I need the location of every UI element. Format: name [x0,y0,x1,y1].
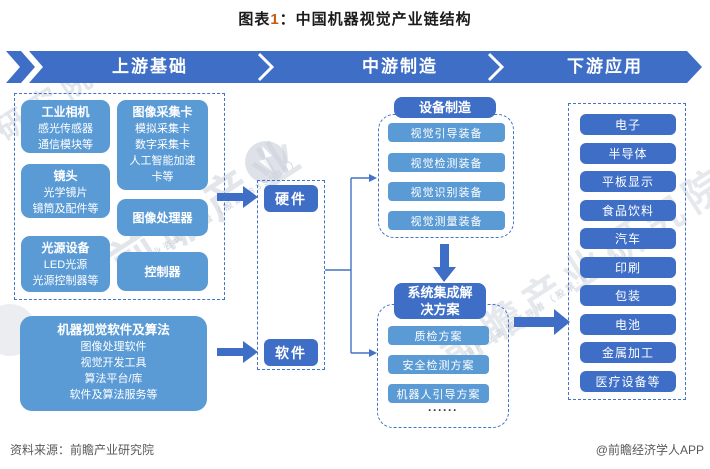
ribbon-segment-upstream: 上游基础 [112,57,188,76]
component-line: 数字采集卡 [135,139,190,151]
upstream-components-group [14,93,225,300]
component-frame-grabber: 图像采集卡 模拟采集卡 数字采集卡 人工智能加速卡等 [117,100,208,190]
downstream-item: 医疗设备等 [580,371,676,392]
downstream-group-border [568,103,686,400]
integration-item: 质检方案 [388,326,489,345]
arrow-to-downstream-icon [514,309,570,335]
component-title: 图像采集卡 [132,105,193,119]
software-node: 软件 [264,339,318,366]
component-line: 镜筒及配件等 [32,203,99,215]
component-line: 视觉开发工具 [80,357,147,369]
component-lens: 镜头 光学镜片 镜筒及配件等 [21,164,110,218]
hardware-software-group [257,180,325,370]
integration-group-header: 系统集成解决方案 [394,283,486,319]
downstream-item: 包装 [580,285,676,306]
component-line: 通信模块等 [38,139,93,151]
equipment-group-header: 设备制造 [394,97,496,118]
arrow-to-hardware-icon [217,186,258,208]
arrow-equipment-to-integration-icon [433,244,456,282]
component-title: 控制器 [144,264,181,279]
title-number: 1 [270,11,280,28]
ribbon-segment-downstream: 下游应用 [567,57,643,76]
component-title: 工业相机 [41,105,90,119]
integration-item: 机器人引导方案 [388,384,489,403]
downstream-item: 汽车 [580,228,676,249]
hw-sw-branch-connector [325,174,377,357]
integration-ellipsis: ······ [428,403,458,417]
component-light-source: 光源设备 LED光源 光源控制器等 [21,236,110,292]
downstream-item: 电池 [580,314,676,335]
component-line: 光学镜片 [43,187,88,199]
component-line: 算法平台/库 [84,373,143,385]
component-controller: 控制器 [117,252,208,291]
downstream-item: 平板显示 [580,171,676,192]
downstream-item: 金属加工 [580,342,676,363]
software-algorithms-box: 机器视觉软件及算法 图像处理软件 视觉开发工具 算法平台/库 软件及算法服务等 [20,316,207,411]
downstream-item: 电子 [580,114,676,135]
equipment-item: 视觉识别装备 [388,182,505,201]
downstream-item: 半导体 [580,143,676,164]
ribbon-chevron-separator [257,52,275,82]
downstream-item: 食品饮料 [580,200,676,221]
component-line: 软件及算法服务等 [69,389,158,401]
component-title: 镜头 [53,169,78,183]
hardware-node: 硬件 [264,185,318,212]
ribbon-band [6,51,702,83]
component-line: 图像处理软件 [80,341,147,353]
component-title: 机器视觉软件及算法 [57,323,170,337]
integration-item: 安全检测方案 [388,355,489,374]
ribbon-segment-midstream: 中游制造 [362,57,438,76]
title-prefix: 图表 [238,11,271,28]
source-note: 资料来源：前瞻产业研究院 [10,443,155,457]
credit-note: @前瞻经济学人APP [595,443,704,457]
component-line: 光源控制器等 [32,275,99,287]
component-title: 光源设备 [41,241,90,255]
page-title: 图表1：中国机器视觉产业链结构 [0,8,710,29]
equipment-item: 视觉测量装备 [388,211,505,230]
component-line: 感光传感器 [38,123,93,135]
component-industrial-camera: 工业相机 感光传感器 通信模块等 [21,100,110,153]
equipment-item: 视觉检测装备 [388,153,505,172]
downstream-item: 印刷 [580,257,676,278]
component-image-processor: 图像处理器 [117,199,208,236]
component-line: 人工智能加速卡等 [129,155,196,183]
ribbon-chevron-separator [487,52,505,82]
component-line: 模拟采集卡 [135,123,190,135]
arrow-to-software-icon [217,341,258,363]
title-rest: ：中国机器视觉产业链结构 [279,11,472,28]
component-title: 图像处理器 [132,210,193,225]
equipment-item: 视觉引导装备 [388,123,505,142]
component-line: LED光源 [43,259,88,271]
